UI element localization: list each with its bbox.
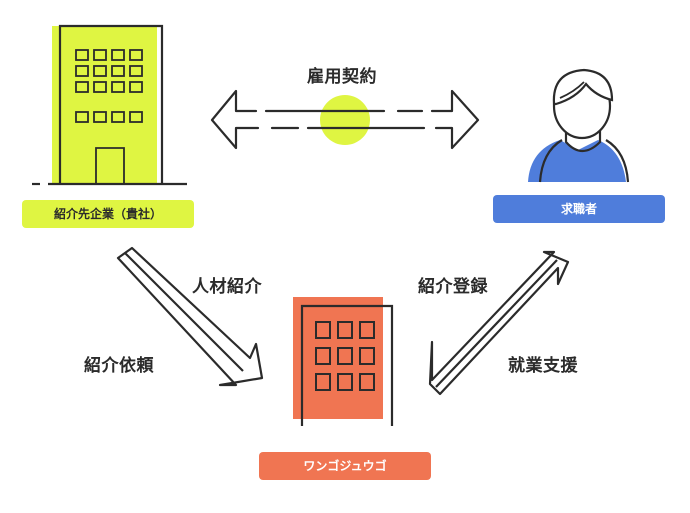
job-seeker-person-icon: [528, 68, 630, 183]
job-seeker-badge: 求職者: [493, 195, 665, 223]
client-company-badge: 紹介先企業（貴社）: [22, 200, 194, 228]
talent-introduction-label: 人材紹介: [192, 277, 262, 297]
referral-registration-arrow: [428, 250, 570, 396]
referral-request-arrow: [116, 246, 264, 387]
agency-building-icon: [293, 297, 394, 426]
employment-contract-label: 雇用契約: [307, 67, 377, 87]
company-building-icon: [32, 24, 187, 186]
employment-contract-arrow: [210, 89, 480, 150]
agency-badge: ワンゴジュウゴ: [259, 452, 431, 480]
employment-support-label: 就業支援: [508, 356, 578, 376]
referral-request-label: 紹介依頼: [84, 356, 154, 376]
referral-registration-label: 紹介登録: [418, 277, 488, 297]
